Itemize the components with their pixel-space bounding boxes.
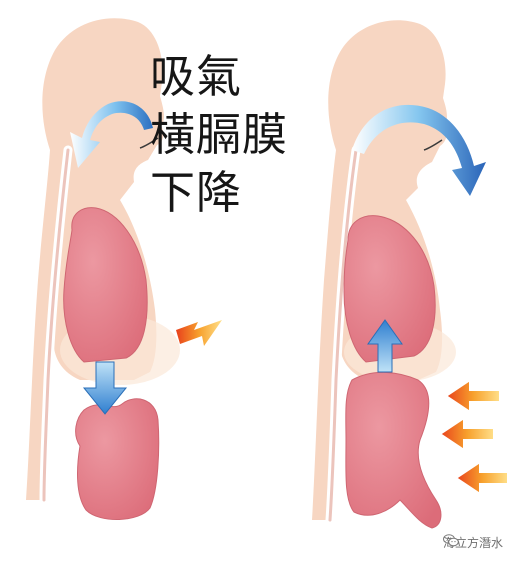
right-lung bbox=[343, 215, 436, 363]
watermark: 海立方潛水 bbox=[442, 534, 503, 551]
left-figure-inhale bbox=[26, 18, 222, 521]
left-spine-line bbox=[42, 148, 70, 502]
left-lung bbox=[63, 207, 148, 363]
caption-line-3: 下降 bbox=[150, 166, 243, 219]
right-up-arrow bbox=[367, 319, 403, 373]
right-orange-arrow-3 bbox=[454, 460, 509, 496]
right-abdomen bbox=[345, 371, 442, 529]
left-abdomen bbox=[75, 398, 160, 521]
right-orange-arrow-2 bbox=[438, 416, 495, 452]
caption-line-1: 吸氣 bbox=[150, 50, 243, 103]
chat-bubbles-icon bbox=[442, 534, 459, 547]
left-down-arrow bbox=[82, 361, 128, 415]
right-orange-arrow-1 bbox=[444, 378, 501, 414]
caption-line-2: 橫膈膜 bbox=[150, 108, 289, 161]
left-inhale-arrow bbox=[70, 101, 153, 168]
right-exhale-arrow bbox=[352, 104, 486, 196]
left-orange-arrow bbox=[176, 320, 222, 346]
watermark-text: 海立方潛水 bbox=[442, 536, 503, 550]
right-figure-exhale bbox=[312, 20, 509, 529]
caption-inhale-diaphragm-down: 吸氣 橫膈膜 下降 bbox=[150, 48, 288, 222]
right-spine-line bbox=[328, 148, 358, 522]
